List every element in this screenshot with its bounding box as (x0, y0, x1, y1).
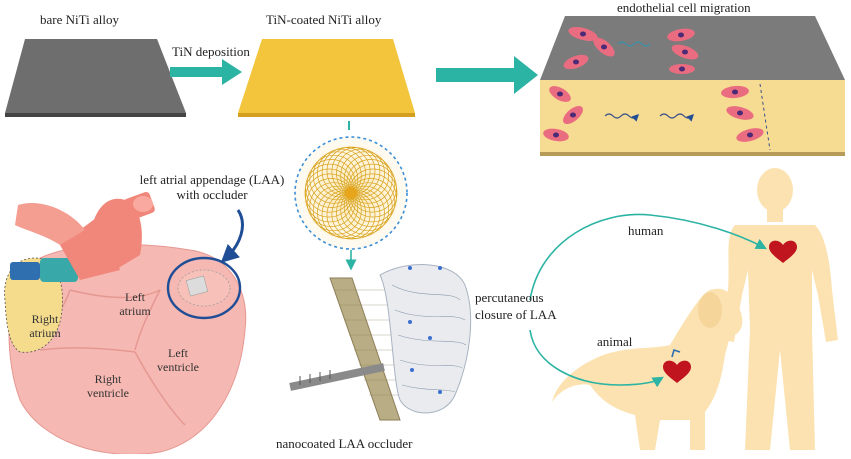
label-percutaneous-line1: percutaneous (475, 290, 544, 305)
mesh-petal (343, 154, 393, 204)
label-bare-alloy: bare NiTi alloy (40, 12, 119, 27)
mesh-petal (340, 185, 390, 235)
endothelial-cells-top (563, 27, 699, 74)
label-right-atrium: Right atrium (20, 312, 70, 340)
dog-heart-icon (663, 348, 691, 383)
label-right-atrium-line2: atrium (29, 326, 61, 340)
label-laa-with-occluder: left atrial appendage (LAA) with occlude… (122, 172, 302, 202)
label-right-ventricle: Right ventricle (78, 372, 138, 400)
label-left-atrium-line1: Left (125, 290, 145, 304)
mesh-petal (346, 178, 396, 227)
label-left-atrium-line2: atrium (119, 304, 151, 318)
label-laa-line2: with occluder (176, 187, 248, 202)
label-left-ventricle-line1: Left (168, 346, 188, 360)
occluder-mesh-circle (294, 136, 408, 250)
mesh-petal (309, 154, 359, 204)
label-percutaneous-line2: closure of LAA (475, 307, 557, 322)
label-left-ventricle-line2: ventricle (157, 360, 199, 374)
bare-niti-plate (5, 39, 186, 117)
label-laa-line1: left atrial appendage (LAA) (139, 172, 285, 187)
occluder-device (289, 264, 472, 421)
mesh-petal (346, 159, 396, 208)
mesh-petal (312, 185, 362, 235)
label-tin-deposition: TiN deposition (172, 44, 250, 59)
label-animal: animal (597, 334, 633, 349)
mesh-petal (309, 182, 359, 232)
mesh-petal (336, 148, 385, 198)
migration-arrow (436, 56, 538, 94)
mesh-petal (306, 159, 356, 208)
arrow-to-human (529, 213, 767, 301)
label-right-ventricle-line2: ventricle (87, 386, 129, 400)
laa-pointer-arrow (220, 209, 244, 263)
label-nanocoated-occluder: nanocoated LAA occluder (276, 436, 413, 451)
label-right-atrium-line1: Right (31, 312, 59, 326)
label-left-ventricle: Left ventricle (148, 346, 208, 374)
heart-illustration (4, 192, 247, 455)
mesh-petal (343, 182, 393, 232)
tin-coated-plate (238, 39, 415, 117)
human-heart-icon (769, 240, 797, 263)
label-right-ventricle-line1: Right (94, 372, 122, 386)
label-human: human (628, 223, 664, 238)
mesh-petal (312, 151, 362, 201)
laa-highlight (166, 256, 242, 320)
label-left-atrium: Left atrium (110, 290, 160, 318)
label-tin-coated-alloy: TiN-coated NiTi alloy (266, 12, 382, 27)
dog-silhouette (552, 288, 743, 450)
arrow-to-animal (529, 329, 664, 388)
label-endothelial-migration: endothelial cell migration (617, 0, 751, 15)
endothelial-cells-bottom (543, 85, 764, 142)
human-silhouette (722, 168, 838, 450)
label-percutaneous-closure: percutaneous closure of LAA (475, 289, 557, 323)
mesh-petal (340, 151, 390, 201)
tin-deposition-arrow (170, 59, 242, 85)
mesh-petal (317, 188, 366, 238)
